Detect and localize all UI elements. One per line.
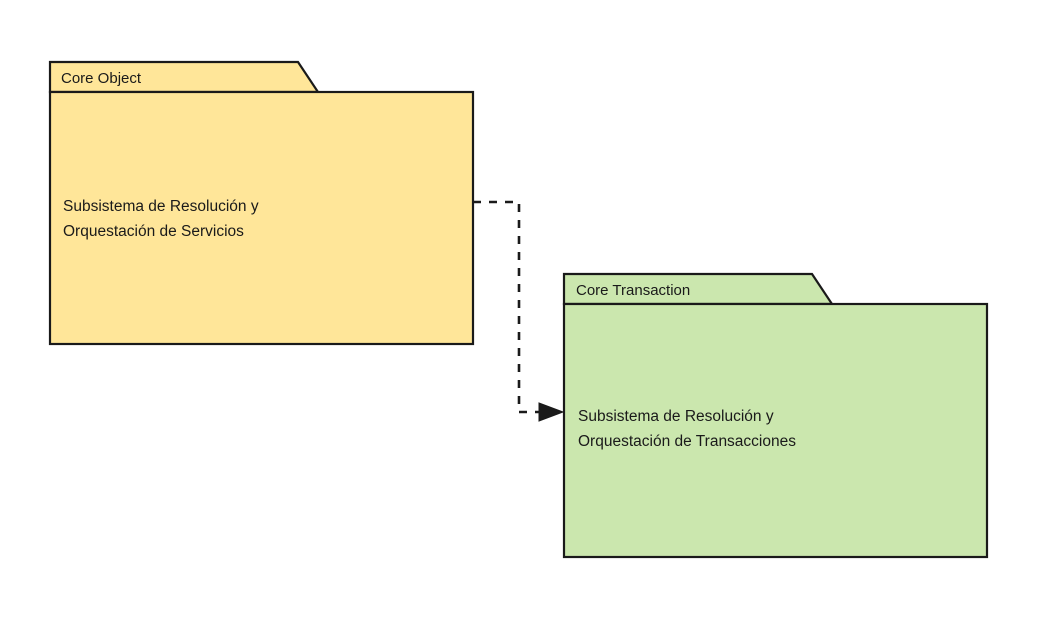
package-core-object-title: Core Object [61,70,142,87]
package-core-object[interactable]: Core Object Subsistema de Resolución y O… [48,60,475,346]
package-core-transaction-body-line-1: Subsistema de Resolución y [578,408,774,425]
package-core-transaction-body-line-2: Orquestación de Transacciones [578,433,796,450]
package-core-transaction-title: Core Transaction [576,282,690,299]
package-core-object-body [48,90,475,346]
package-core-transaction-body [562,302,989,559]
dependency-connector[interactable] [473,200,565,422]
dependency-connector-line [473,200,541,414]
package-core-object-body-line-2: Orquestación de Servicios [63,223,244,240]
dependency-arrowhead-icon [538,402,565,422]
package-core-object-body-line-1: Subsistema de Resolución y [63,198,259,215]
package-core-transaction[interactable]: Core Transaction Subsistema de Resolució… [562,272,989,559]
